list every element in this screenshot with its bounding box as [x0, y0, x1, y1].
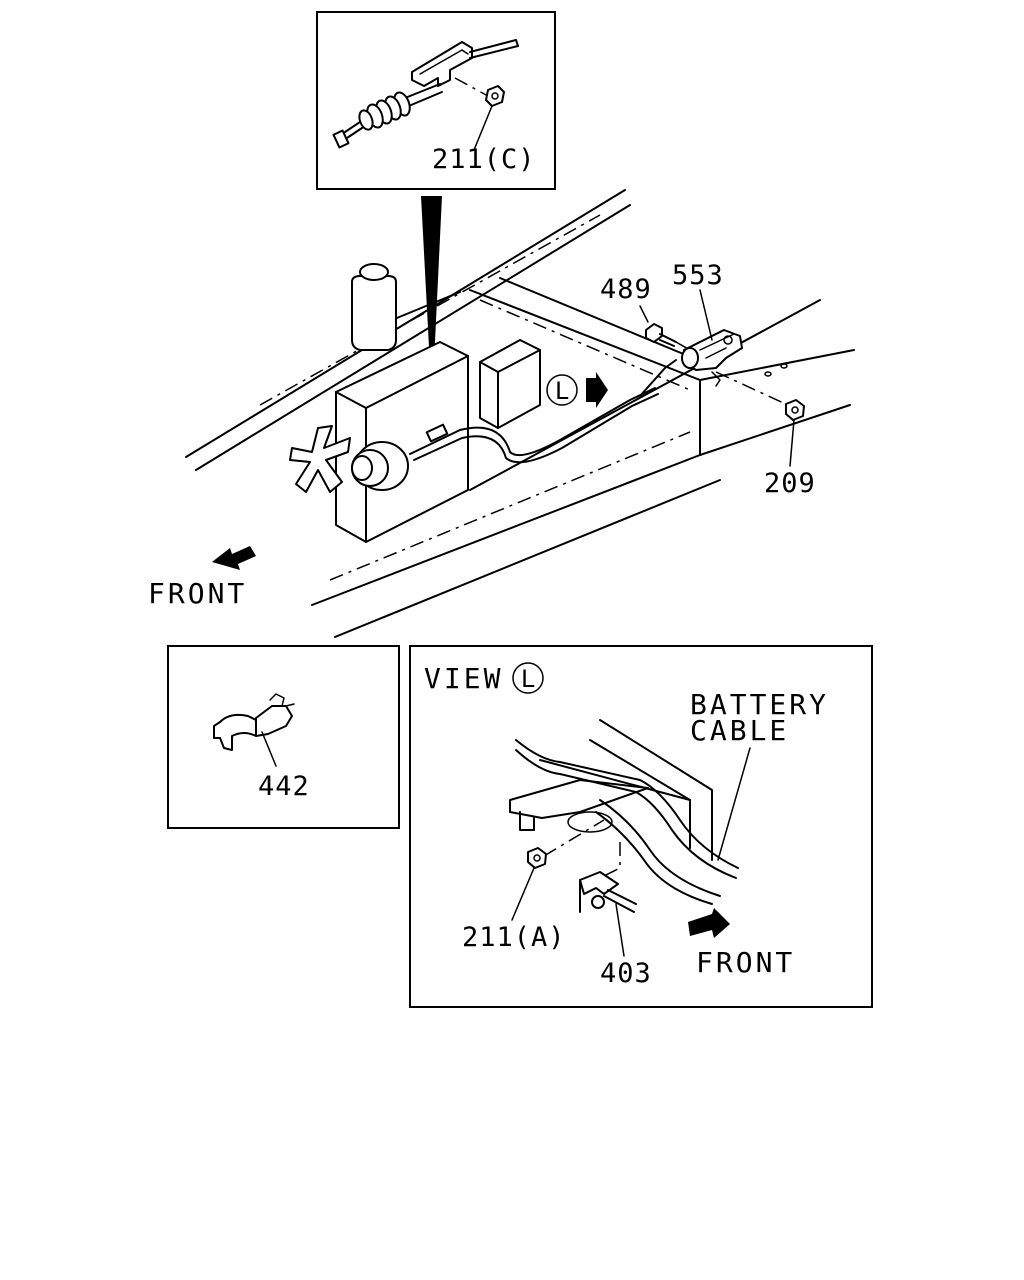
nut-211a-icon — [527, 847, 547, 869]
leader-553 — [699, 289, 713, 341]
rail-lower-centerline — [329, 431, 691, 581]
reservoir-tank — [351, 275, 397, 351]
battery-cable-label-line1: BATTERY — [690, 688, 829, 721]
battery-box — [335, 341, 469, 543]
view-bracket-hole — [567, 811, 613, 833]
bolt-489-shank — [659, 333, 677, 347]
rail-lower-inner — [334, 479, 721, 638]
star-bracket — [289, 425, 351, 493]
view-l-marker-label: L — [555, 377, 569, 405]
battery-box-rear — [479, 339, 541, 429]
view-l-marker-circle — [546, 374, 578, 406]
view-label: VIEW — [424, 662, 503, 695]
inset-clamp: 442 — [167, 645, 400, 829]
front-arrow-icon — [212, 546, 256, 570]
leader-489 — [639, 305, 649, 323]
cable-connector — [425, 423, 449, 443]
view-inset-marker-circle — [512, 662, 544, 694]
leader-211c — [473, 105, 493, 151]
view-inset-marker-label: L — [521, 665, 535, 693]
reservoir-cap — [359, 263, 389, 281]
rail-upper-centerline — [259, 214, 601, 406]
view-bracket-plate — [509, 779, 649, 819]
leader-209 — [789, 419, 795, 467]
callout-211c: 211(C) — [432, 144, 536, 175]
callout-442: 442 — [258, 771, 310, 802]
inset-cable-end-frame — [316, 11, 556, 190]
nut-209-hole — [791, 406, 799, 414]
nut-209-icon — [785, 399, 805, 421]
rail-hole-b — [780, 363, 788, 369]
view-cable-d — [595, 811, 713, 905]
view-frame-flange — [539, 759, 691, 801]
leader-442 — [261, 731, 277, 767]
cable-rod — [469, 39, 519, 59]
bracket-slot — [419, 49, 469, 75]
inset-front-arrow-icon — [688, 908, 730, 938]
callout-553: 553 — [672, 260, 724, 291]
front-label-inset: FRONT — [696, 946, 795, 979]
callout-403: 403 — [600, 958, 652, 989]
nut-209-center-line — [715, 371, 791, 407]
battery-cable-label-line2: CABLE — [690, 714, 789, 747]
detail-pointer-wedge — [421, 196, 442, 404]
view-frame-inner-edge — [589, 739, 691, 801]
view-cable-b — [515, 749, 737, 879]
nut-211c-icon — [485, 85, 505, 107]
view-cable-c — [599, 799, 721, 897]
switch-bracket-tab — [711, 371, 721, 387]
crossmember-edge-a — [469, 289, 701, 381]
main-view: L 489 553 209 FRONT — [148, 189, 855, 638]
switch-plunger — [681, 347, 699, 369]
rail-hole-a — [764, 371, 772, 377]
inset-view-l: VIEW L BATTERY CABLE 211(A) 403 — [409, 645, 873, 1008]
cable-spring — [358, 91, 411, 131]
rail-right-top — [469, 299, 821, 491]
inset-view-l-frame — [409, 645, 873, 1008]
clamp-band — [255, 705, 293, 737]
cable-end-cap — [332, 129, 350, 149]
front-label-main: FRONT — [148, 577, 247, 610]
view-frame-top-edge — [599, 719, 713, 861]
crossmember-edge-b — [499, 277, 711, 366]
view-bracket-tab — [519, 811, 535, 831]
clip-403-bolt — [591, 895, 605, 909]
battery-cable-run-b — [413, 393, 659, 464]
view-direction-arrow-icon — [586, 372, 608, 408]
inset-clamp-frame — [167, 645, 400, 829]
nut-211a-center-line — [543, 819, 605, 857]
inset-cable-end: 211(C) — [316, 11, 556, 190]
clamp-lugs — [269, 693, 295, 707]
clamp-ring — [213, 713, 257, 751]
bolt-489-center-line — [675, 341, 691, 351]
battery-cable-run-a — [409, 387, 656, 456]
leader-211a — [511, 867, 535, 921]
nut-211c-center-line — [454, 77, 489, 97]
battery-rear-edges — [479, 349, 541, 429]
rail-right-flange — [699, 349, 855, 381]
crossmember-centerline — [479, 299, 691, 391]
nut-211c-hole — [491, 92, 499, 100]
view-cable-a — [515, 739, 739, 869]
cable-bracket — [411, 41, 473, 87]
callout-209: 209 — [764, 468, 816, 499]
cable-to-switch — [639, 359, 677, 397]
callout-489: 489 — [600, 274, 652, 305]
switch-body-detail — [699, 333, 735, 359]
leader-403 — [615, 903, 625, 957]
clip-403-tail — [603, 889, 637, 913]
rail-crossmember-top — [391, 291, 461, 321]
clip-403-body — [579, 871, 619, 895]
rail-lower-outer — [311, 454, 701, 606]
nut-211a-hole — [533, 854, 541, 862]
cable-tip — [344, 121, 363, 139]
callout-211a: 211(A) — [462, 922, 566, 953]
rail-right-bottom — [699, 404, 851, 456]
rail-upper-inner — [195, 204, 631, 471]
leader-battery-cable — [717, 747, 751, 861]
battery-terminal-inner — [351, 455, 373, 481]
